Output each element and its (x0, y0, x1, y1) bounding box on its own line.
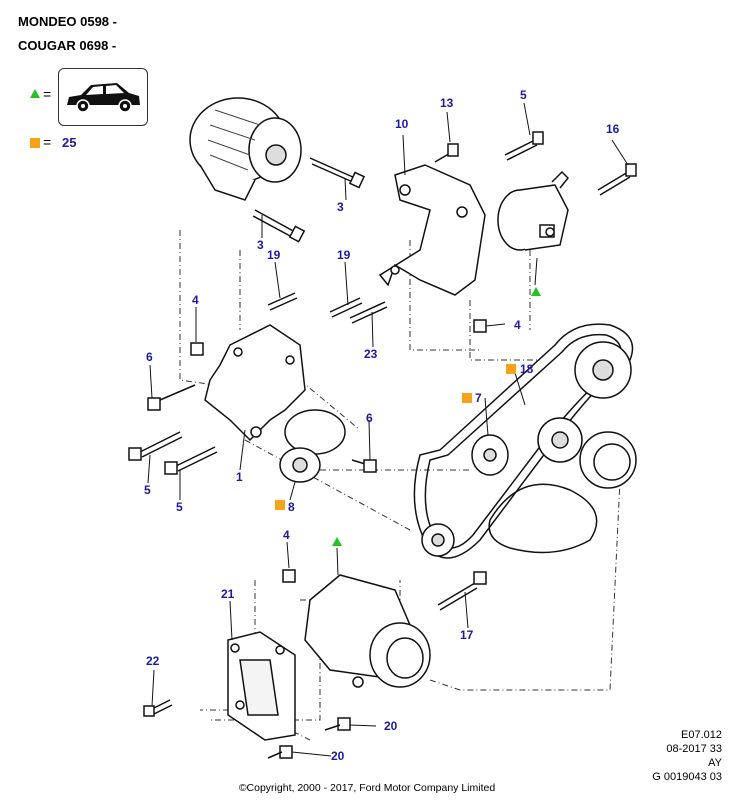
nut-4-right (473, 319, 487, 333)
bracket-21 (227, 631, 296, 741)
alternator (189, 97, 302, 201)
ac-compressor (304, 574, 431, 688)
triangle-marker-icon (30, 89, 40, 98)
bolt-3-lower (252, 209, 306, 243)
pulley-top (574, 341, 632, 399)
mounting-bracket-1 (204, 324, 306, 442)
bolt-5-lower-a (128, 431, 183, 461)
callout-8: 8 (288, 500, 295, 514)
square-marker-18-icon (506, 364, 516, 374)
callout-6-left: 6 (146, 350, 153, 364)
callout-1: 1 (236, 470, 243, 484)
square-marker-icon (30, 138, 40, 148)
callout-4-upper: 4 (192, 293, 199, 307)
legend-equals-2: = (43, 134, 52, 150)
model-title-mondeo: MONDEO 0598 - (18, 14, 117, 29)
tensioner-8 (279, 409, 346, 483)
meta-line-1: E07.012 (681, 729, 722, 741)
meta-line-4: G 0019043 03 (652, 771, 722, 783)
bolt-20-lower (267, 745, 293, 759)
legend-equals-1: = (43, 86, 52, 102)
triangle-marker-pump-icon (531, 287, 541, 296)
bolt-16 (597, 163, 637, 196)
legend-square-value: 25 (62, 135, 77, 150)
idler-bottom (421, 523, 455, 557)
legend-car-box (58, 68, 148, 126)
callout-6-right: 6 (366, 411, 373, 425)
callout-19-right: 19 (337, 248, 351, 262)
callout-22: 22 (146, 654, 160, 668)
idler-7 (471, 434, 509, 476)
pulley-crank (579, 431, 637, 489)
bolt-6-left (147, 384, 196, 411)
callout-3-lower: 3 (257, 238, 264, 252)
bolt-20-upper (324, 717, 351, 731)
callout-13: 13 (440, 96, 454, 110)
model-title-cougar: COUGAR 0698 - (18, 38, 117, 53)
bolt-5-lower-b (164, 446, 218, 475)
callout-4-lower: 4 (283, 528, 290, 542)
square-marker-8-icon (275, 500, 285, 510)
power-steering-pump (497, 170, 570, 251)
bolt-13 (434, 143, 459, 163)
bolt-22 (143, 699, 173, 717)
pulley-middle (537, 417, 583, 463)
bolt-17 (437, 571, 487, 611)
callout-4-right: 4 (514, 318, 521, 332)
callout-10: 10 (395, 117, 409, 131)
nut-4-upper (190, 342, 204, 356)
bolt-3-upper (309, 157, 366, 189)
meta-line-2: 08-2017 33 (666, 743, 722, 755)
callout-5-top: 5 (520, 88, 527, 102)
bolt-5-top (504, 131, 544, 161)
callout-20-upper: 20 (384, 719, 398, 733)
nut-4-lower (282, 569, 296, 583)
callout-21: 21 (221, 587, 235, 601)
callout-5-lower-b: 5 (176, 500, 183, 514)
stud-19-left (267, 292, 298, 311)
meta-line-3: AY (708, 757, 722, 769)
square-marker-7-icon (462, 393, 472, 403)
callout-17: 17 (460, 628, 474, 642)
callout-19-left: 19 (267, 248, 281, 262)
stud-23 (349, 301, 388, 324)
copyright-notice: ©Copyright, 2000 - 2017, Ford Motor Comp… (238, 782, 496, 794)
callout-20-lower: 20 (331, 749, 345, 763)
document-meta: E07.012 08-2017 33 AY G 0019043 03 (652, 728, 722, 784)
triangle-marker-compressor-icon (332, 537, 342, 546)
belt-inner (488, 483, 598, 554)
callout-23: 23 (364, 347, 378, 361)
stud-19-right (329, 297, 363, 318)
callout-18: 18 (520, 362, 534, 376)
callout-3-upper: 3 (337, 200, 344, 214)
car-icon (67, 83, 140, 113)
bracket-10 (378, 164, 486, 296)
callout-5-lower-a: 5 (144, 483, 151, 497)
callout-16: 16 (606, 122, 620, 136)
callout-7: 7 (475, 391, 482, 405)
